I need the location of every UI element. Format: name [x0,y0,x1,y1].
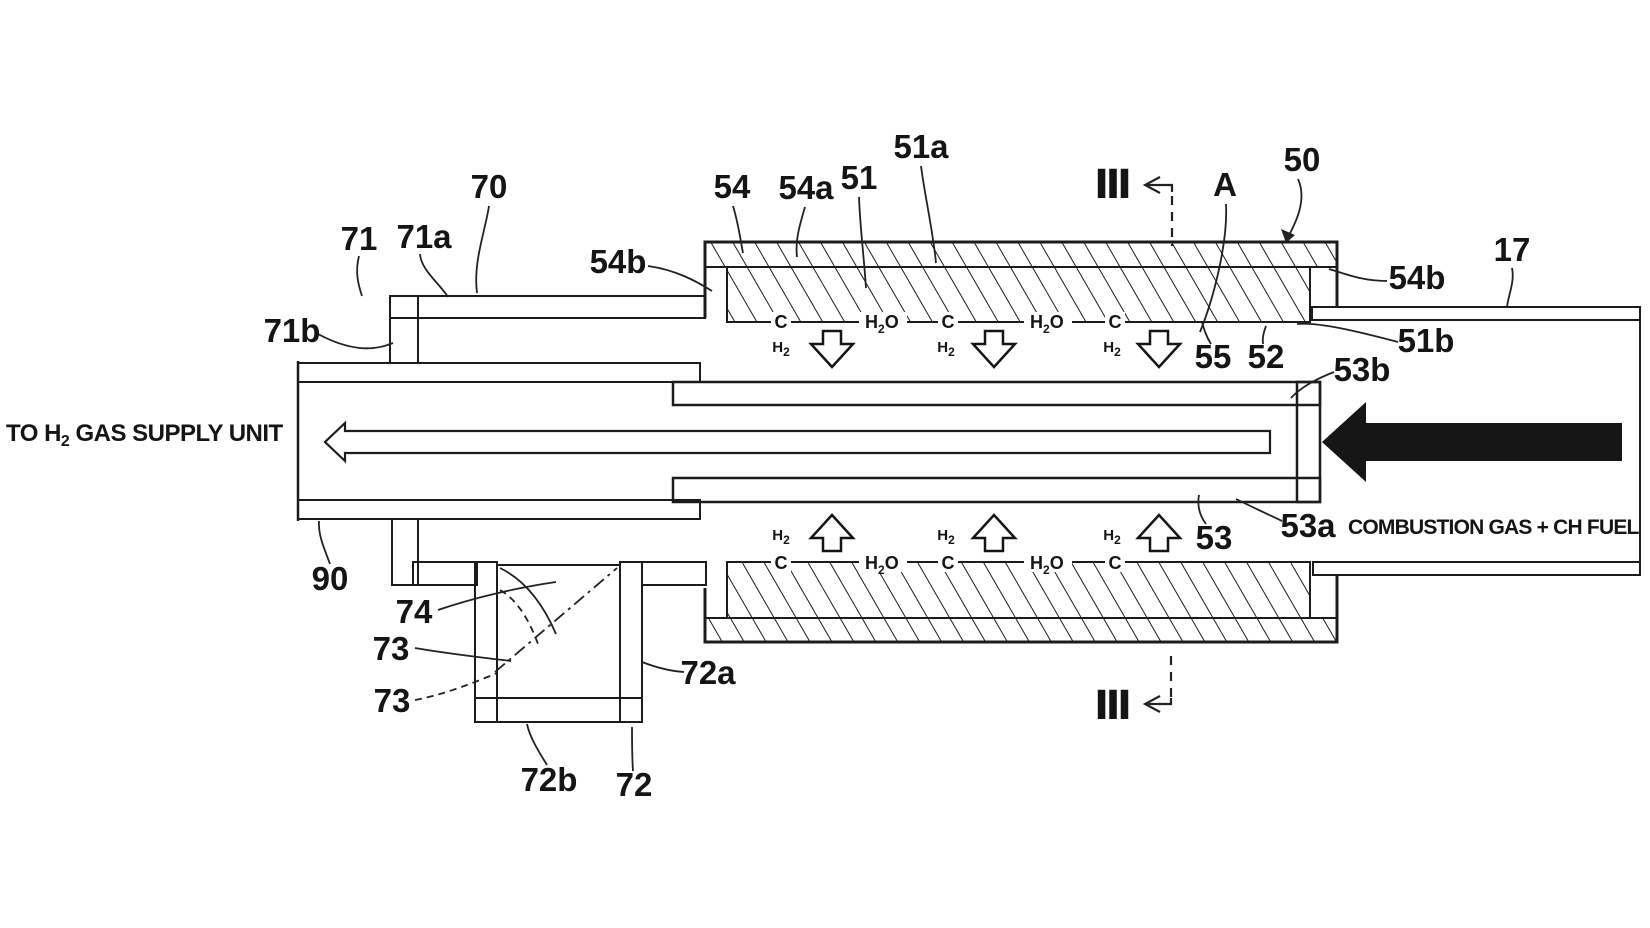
outer-casing-top [703,240,1339,323]
ref-label-53: 53 [1196,519,1233,556]
upper-reaction-chain: C H2O C H2O C [727,312,1310,336]
cup-inner-curve-74 [499,567,557,635]
atom-h2o: H2O [1030,553,1064,577]
ref-label-71b: 71b [264,312,321,349]
upper-h2-labels: H2 H2 H2 [772,339,1121,359]
combustion-inflow-arrow [1322,402,1622,482]
right-flow-caption: COMBUSTION GAS + CH FUEL [1348,516,1640,539]
ref-label-53a: 53a [1280,507,1336,544]
ref-label-70: 70 [471,168,508,205]
lower-reaction-chain: C H2O C H2O C [727,553,1310,577]
section-label: Ⅲ [1094,683,1132,729]
h2-outflow-arrow [323,420,1272,464]
membrane-tube [671,380,1322,504]
ref-label-52: 52 [1248,338,1285,375]
ref-label-54b-left: 54b [590,243,647,280]
ref-label-51a: 51a [893,128,949,165]
ref-label-54: 54 [714,168,751,205]
svg-text:H2: H2 [1103,339,1121,359]
atom-c: C [775,553,788,573]
atom-c: C [775,312,788,332]
ref-label-73-bottom: 73 [374,682,411,719]
lower-jacket-and-cup [391,518,707,723]
ref-label-54a: 54a [778,169,834,206]
lower-h2-labels: H2 H2 H2 [772,527,1121,547]
atom-h2o: H2O [1030,312,1064,336]
svg-text:H2: H2 [772,527,790,547]
ref-label-55: 55 [1195,338,1232,375]
ref-label-72a: 72a [680,654,736,691]
ref-label-90: 90 [312,560,349,597]
upper-h2-arrows [808,329,1183,369]
atom-h2o: H2O [865,553,899,577]
atom-c: C [942,553,955,573]
outer-casing-bottom [703,561,1339,644]
ref-label-74: 74 [396,593,433,630]
svg-text:H2: H2 [1103,527,1121,547]
leader-arrowhead-50 [1281,229,1295,243]
svg-text:H2: H2 [772,339,790,359]
cup-inner-curve-dashed [499,589,539,645]
ref-label-53b: 53b [1334,351,1391,388]
svg-text:H2: H2 [937,527,955,547]
supply-tube-90 [296,361,701,521]
ref-label-71a: 71a [396,218,452,255]
lower-h2-arrows [808,513,1183,553]
ref-label-a: A [1213,166,1237,203]
section-marker-bottom: Ⅲ [1094,656,1173,729]
leader-lines [317,165,1514,772]
atom-c: C [942,312,955,332]
reference-numerals: 70 71 71a 71b 54b 54 54a 51 51a A 50 17 … [264,128,1531,803]
ref-label-50: 50 [1284,141,1321,178]
atom-c: C [1109,553,1122,573]
left-flow-caption: TO H2 GAS SUPPLY UNIT [6,420,284,450]
ref-label-72: 72 [616,766,653,803]
ref-label-71: 71 [341,220,378,257]
section-marker-top: Ⅲ [1094,162,1174,246]
atom-h2o: H2O [865,312,899,336]
svg-text:H2: H2 [937,339,955,359]
cup-dashdot-73 [494,567,618,673]
ref-label-17: 17 [1494,231,1531,268]
ref-label-72b: 72b [521,761,578,798]
ref-label-51: 51 [841,159,878,196]
ref-label-54b-right: 54b [1389,259,1446,296]
atom-c: C [1109,312,1122,332]
jacket-70 [389,295,706,364]
exhaust-tube-17 [1311,306,1641,576]
ref-label-51b: 51b [1398,322,1455,359]
section-label: Ⅲ [1094,162,1132,208]
ref-label-73-top: 73 [373,630,410,667]
